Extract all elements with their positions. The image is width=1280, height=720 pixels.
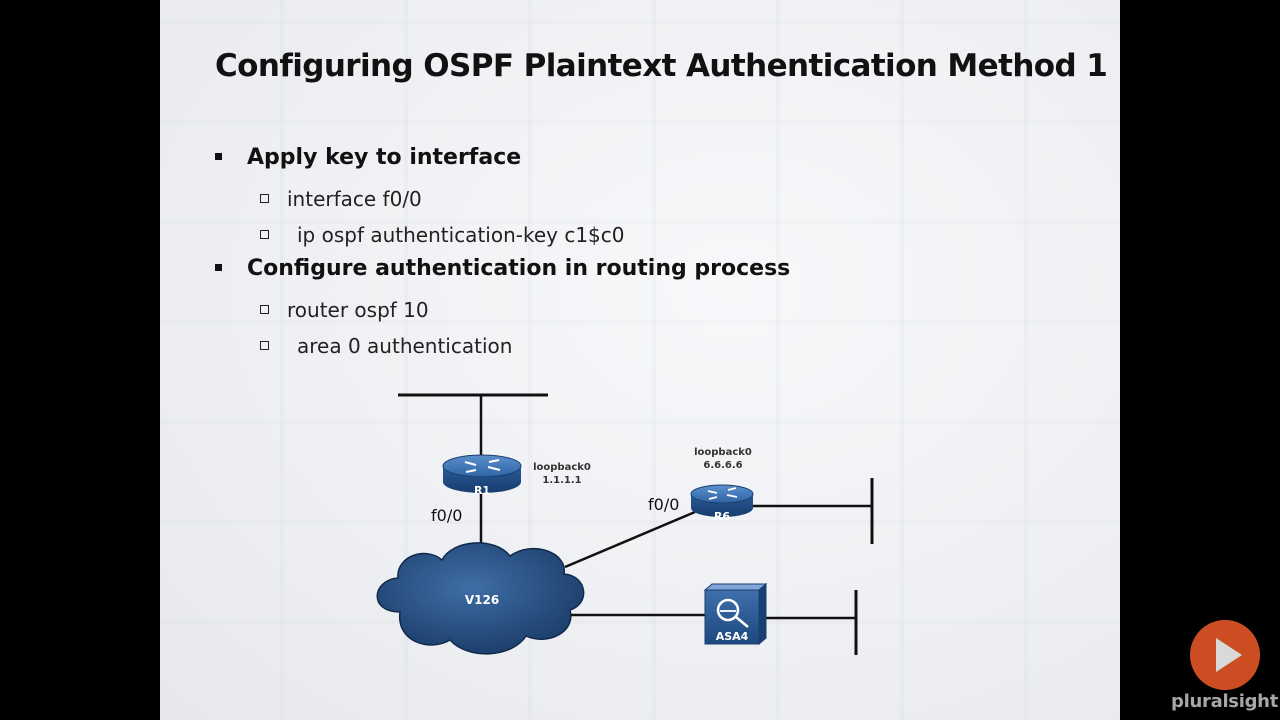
- cloud-v126: V126: [376, 542, 585, 655]
- r1-interface-label: f0/0: [431, 506, 462, 525]
- sub-bullet-1-2: ip ospf authentication-key c1$c0: [260, 223, 625, 247]
- router-arrows-icon: [707, 487, 738, 500]
- cloud-label: V126: [465, 593, 499, 607]
- firewall-asa4: ASA4: [703, 582, 768, 646]
- magnifier-icon: [716, 598, 749, 628]
- hollow-square-bullet-icon: [260, 341, 269, 350]
- r1-loopback-ip: 1.1.1.1: [542, 475, 581, 486]
- sub-bullet-1-1-text: interface f0/0: [287, 187, 422, 211]
- bullet-2: Configure authentication in routing proc…: [210, 256, 790, 281]
- sub-bullet-1-1: interface f0/0: [260, 187, 422, 211]
- hollow-square-bullet-icon: [260, 305, 269, 314]
- r1-label: R1: [474, 484, 490, 497]
- cloud-r6-link: [564, 510, 696, 569]
- r6-loopback-ip: 6.6.6.6: [703, 460, 742, 471]
- sub-bullet-2-2: area 0 authentication: [260, 334, 512, 358]
- slide: Configuring OSPF Plaintext Authenticatio…: [160, 0, 1120, 720]
- square-bullet-icon: [215, 264, 222, 271]
- bullet-2-text: Configure authentication in routing proc…: [247, 256, 791, 281]
- asa-label: ASA4: [716, 630, 749, 643]
- bullet-1-text: Apply key to interface: [247, 145, 522, 170]
- network-diagram: V126 R1 loopback0 1.1.1.1 f0/0: [376, 393, 874, 655]
- sub-bullet-2-1: router ospf 10: [260, 298, 429, 322]
- pluralsight-logo: pluralsight: [1171, 620, 1278, 712]
- r6-loopback-label: loopback0: [694, 447, 752, 458]
- bullet-1: Apply key to interface: [210, 145, 521, 170]
- r6-interface-label: f0/0: [648, 495, 679, 514]
- hollow-square-bullet-icon: [260, 230, 269, 239]
- r6-label: R6: [714, 510, 730, 523]
- sub-bullet-2-1-text: router ospf 10: [287, 298, 429, 322]
- router-r1: R1: [442, 454, 522, 497]
- hollow-square-bullet-icon: [260, 194, 269, 203]
- r1-loopback-label: loopback0: [533, 462, 591, 473]
- square-bullet-icon: [215, 153, 222, 160]
- logo-text: pluralsight: [1171, 691, 1278, 712]
- sub-bullet-2-2-text: area 0 authentication: [297, 334, 513, 358]
- router-arrows-icon: [464, 459, 501, 473]
- play-icon: [1190, 620, 1260, 690]
- sub-bullet-1-2-text: ip ospf authentication-key c1$c0: [297, 223, 625, 247]
- router-r6: R6: [690, 484, 754, 523]
- slide-title: Configuring OSPF Plaintext Authenticatio…: [215, 48, 1108, 84]
